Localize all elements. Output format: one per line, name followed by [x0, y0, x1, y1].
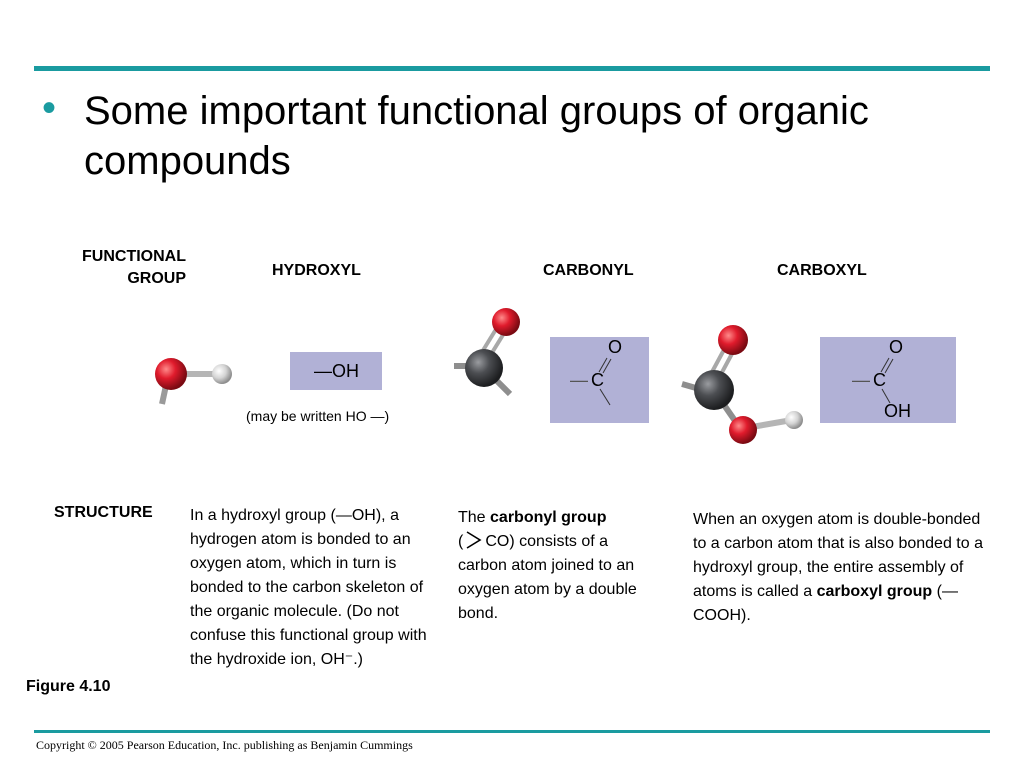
oxygen-atom — [729, 416, 757, 444]
title-bullet: • — [42, 86, 57, 130]
carbonyl-formula-box: O — C — [550, 337, 649, 423]
functional-group-header: FUNCTIONAL GROUP — [82, 248, 186, 287]
carboxyl-header: CARBOXYL — [777, 262, 867, 279]
hydrogen-atom — [785, 411, 803, 429]
carboxyl-bond-left: — — [852, 370, 870, 390]
top-divider — [34, 66, 990, 71]
carbon-atom — [694, 370, 734, 410]
carbonyl-header: CARBONYL — [543, 262, 634, 279]
carboxyl-carbon: C — [873, 370, 886, 390]
hydroxyl-description: In a hydroxyl group (—OH), a hydrogen at… — [190, 507, 427, 668]
slide-title: Some important functional groups of orga… — [84, 89, 869, 183]
copyright-text: Copyright © 2005 Pearson Education, Inc.… — [36, 738, 413, 752]
carbonyl-bonds — [598, 357, 612, 406]
structure-label: STRUCTURE — [54, 504, 153, 521]
carbonyl-bond-left: — — [570, 370, 588, 390]
hydroxyl-note: (may be written HO —) — [246, 408, 390, 424]
carboxyl-description: When an oxygen atom is double-bonded to … — [693, 511, 983, 624]
carbonyl-bracket-icon — [466, 531, 482, 549]
hydrogen-atom — [212, 364, 232, 384]
oxygen-atom — [492, 308, 520, 336]
bottom-divider — [34, 730, 990, 733]
hydroxyl-header: HYDROXYL — [272, 262, 361, 279]
carboxyl-ball-stick — [681, 325, 803, 444]
hydroxyl-ball-stick — [155, 358, 232, 405]
oxygen-atom — [718, 325, 748, 355]
hydroxyl-formula: —OH — [314, 361, 359, 381]
carboxyl-hydroxyl: OH — [884, 401, 911, 421]
carboxyl-oxygen: O — [889, 337, 904, 357]
figure-label: Figure 4.10 — [26, 678, 111, 695]
oxygen-atom — [155, 358, 187, 390]
carbonyl-carbon: C — [591, 370, 604, 390]
hydroxyl-formula-box: —OH — [290, 352, 382, 390]
carbonyl-oxygen: O — [608, 337, 623, 357]
carboxyl-bonds — [880, 357, 894, 404]
carbon-atom — [465, 349, 503, 387]
carbonyl-ball-stick — [454, 308, 520, 397]
carboxyl-formula-box: O — C OH — [820, 337, 956, 423]
carbonyl-description: The carbonyl group (CO) consists of a ca… — [458, 509, 637, 622]
